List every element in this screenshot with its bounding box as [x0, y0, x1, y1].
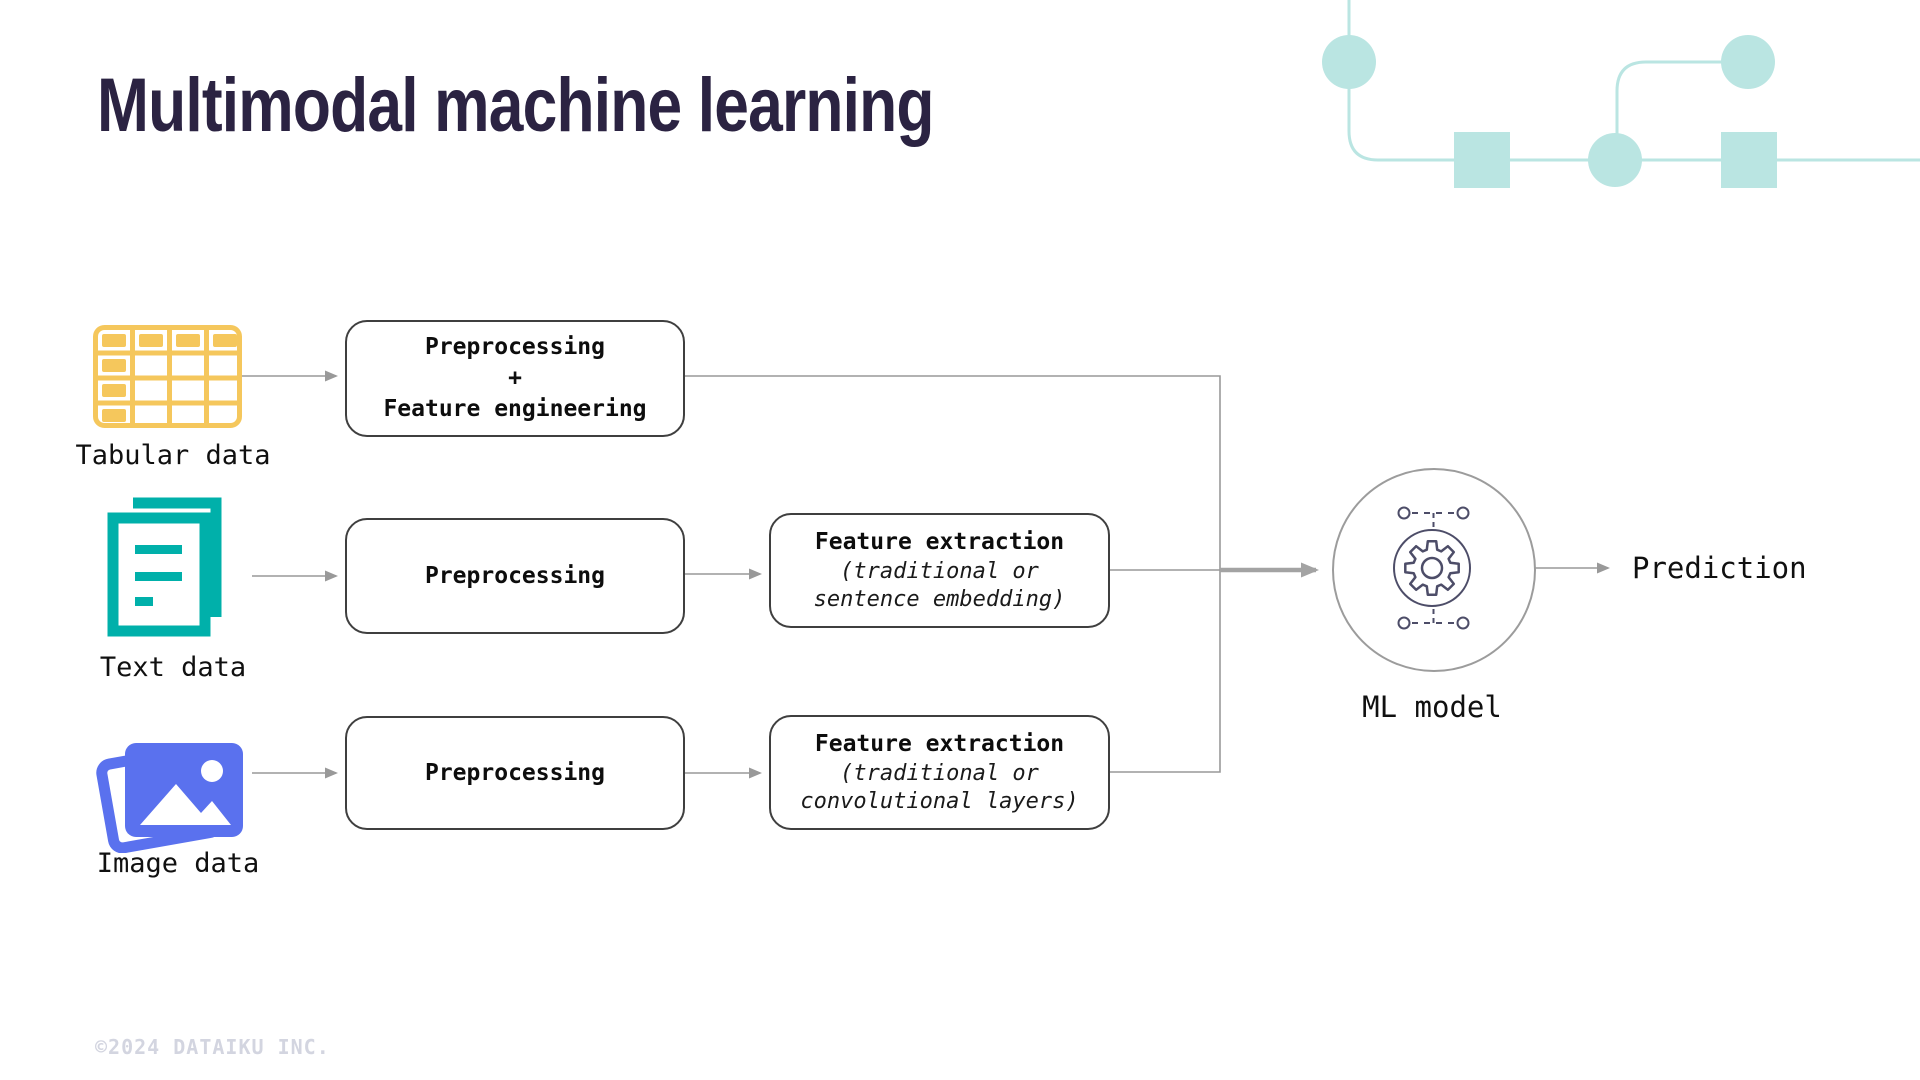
ml-model-label: ML model	[1362, 690, 1502, 724]
gear-pipeline-icon	[1393, 506, 1471, 630]
copyright-text: ©2024 DATAIKU INC.	[95, 1035, 330, 1059]
prediction-label: Prediction	[1632, 551, 1807, 585]
box-subtitle: (traditional or	[840, 559, 1039, 584]
box-line: +	[508, 365, 522, 391]
text-data-label: Text data	[99, 652, 247, 683]
flow-pipeline-decoration-icon	[1322, 0, 1920, 188]
box-line: Preprocessing	[424, 334, 605, 360]
preprocessing-text-box: Preprocessing	[345, 518, 685, 634]
box-line: Feature engineering	[383, 396, 647, 422]
preprocessing-image-box: Preprocessing	[345, 716, 685, 830]
box-line: Preprocessing	[424, 562, 605, 589]
box-subtitle: (traditional or	[840, 761, 1039, 786]
feature-extraction-text-box: Feature extraction (traditional or sente…	[769, 513, 1110, 628]
box-subtitle: convolutional layers)	[800, 789, 1079, 814]
page-title: Multimodal machine learning	[97, 63, 934, 148]
document-lines-icon	[107, 497, 222, 637]
box-title: Feature extraction	[814, 529, 1065, 555]
image-data-label: Image data	[96, 848, 260, 879]
preprocessing-feature-engineering-box: Preprocessing + Feature engineering	[345, 320, 685, 437]
box-title: Feature extraction	[814, 731, 1065, 757]
tabular-data-label: Tabular data	[75, 440, 271, 471]
photo-icon	[96, 743, 243, 853]
box-line: Preprocessing	[424, 759, 605, 786]
box-subtitle: sentence embedding)	[813, 587, 1066, 612]
table-grid-icon	[93, 325, 242, 428]
feature-extraction-image-box: Feature extraction (traditional or convo…	[769, 715, 1110, 830]
